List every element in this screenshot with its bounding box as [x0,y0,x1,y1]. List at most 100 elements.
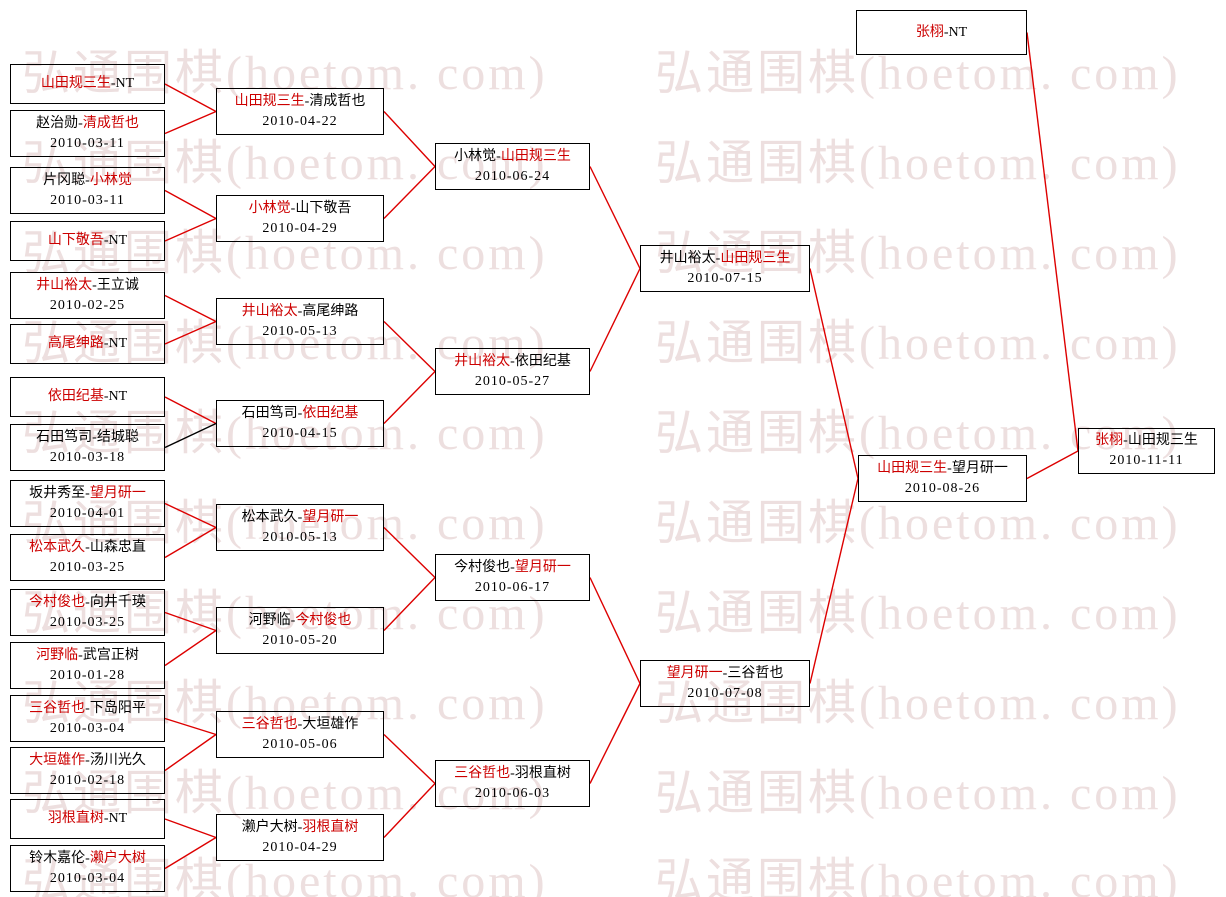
bracket-connector [809,268,859,479]
match-date: 2010-05-06 [262,736,338,752]
matchup: 井山裕太-王立诚 [36,276,139,296]
match-box-r1m4: 山下敬吾-NT [10,221,165,261]
separator: - [110,76,116,91]
match-date: 2010-02-25 [49,297,126,313]
player-name: 清成哲也 [309,93,366,109]
bracket-connector [164,189,217,220]
separator: - [85,594,90,610]
player-name: 王立诚 [96,277,139,293]
separator: - [85,752,90,768]
matchup: 高尾绅路-NT [48,334,127,354]
player-name: 结城聪 [96,429,139,445]
player-name: NT [108,389,128,404]
match-date: 2010-04-15 [262,425,338,441]
matchup: 今村俊也-望月研一 [454,558,571,578]
match-date: 2010-04-29 [262,220,338,236]
matchup: 三谷哲也-大垣雄作 [242,715,359,735]
player-name: 坂井秀至 [29,485,86,501]
player-name-winner: 山田规三生 [40,76,111,91]
player-name: 河野临 [248,612,291,628]
player-name-winner: 今村俊也 [29,594,86,610]
match-date: 2010-03-04 [49,870,126,886]
matchup: 三谷哲也-下岛阳平 [29,699,146,719]
player-name: 山田规三生 [1127,433,1198,448]
separator: - [510,353,515,369]
player-name-winner: 山田规三生 [500,148,571,164]
separator: - [510,559,515,575]
player-name: 石田笃司 [241,405,298,421]
matchup: 石田笃司-结城聪 [36,428,139,448]
bracket-connector [164,422,217,449]
match-date: 2010-03-25 [49,614,126,630]
player-name: 片冈聪 [43,172,86,188]
matchup: 濑户大树-羽根直树 [242,818,359,838]
bracket-connector [164,217,217,242]
match-date: 2010-05-20 [262,632,338,648]
player-name-winner: 井山裕太 [241,303,298,319]
separator: - [85,172,90,188]
match-date: 2010-03-11 [50,135,125,151]
match-date: 2010-07-15 [687,270,763,286]
matchup: 河野临-武宫正树 [36,646,139,666]
separator: - [304,93,310,109]
matchup: 铃木嘉伦-濑户大树 [29,849,146,869]
player-name: 向井千瑛 [89,594,146,610]
player-name-winner: 山下敬吾 [47,233,104,248]
separator: - [297,716,303,732]
matchup: 小林觉-山田规三生 [454,147,571,167]
bracket-connector [1026,32,1079,452]
matchup: 井山裕太-依田纪基 [454,352,571,372]
separator: - [947,460,952,476]
player-name-winner: 濑户大树 [89,850,146,866]
bracket-connector [383,371,436,424]
separator: - [297,405,303,421]
player-name-winner: 河野临 [36,647,79,663]
bracket-connector [164,396,217,425]
bracket-connector [589,577,641,684]
separator: - [103,336,109,351]
bracket-connector [164,110,217,135]
matchup: 井山裕太-高尾绅路 [242,302,359,322]
player-name-winner: 松本武久 [29,539,86,555]
player-name-winner: 井山裕太 [36,277,93,293]
match-box-r1m7: 依田纪基-NT [10,377,165,417]
bracket-connector [164,294,217,323]
separator: - [722,665,728,681]
bracket-connector [164,526,217,559]
separator: - [92,277,97,293]
separator: - [290,200,296,216]
bracket-connector [589,166,641,269]
matchup: 羽根直树-NT [48,809,127,829]
bracket-connector [164,502,217,529]
bracket-connector [164,629,217,667]
separator: - [85,485,90,501]
bracket-connector [383,577,436,631]
matchup: 河野临-今村俊也 [249,611,352,631]
player-name: 羽根直树 [514,765,571,781]
player-name: 濑户大树 [241,819,298,835]
player-name: 小林觉 [454,148,497,164]
match-date: 2010-06-03 [474,785,551,801]
bracket-connector [383,527,436,578]
match-date: 2010-05-27 [474,373,551,389]
player-name: NT [108,811,128,826]
player-name: 依田纪基 [514,353,571,369]
match-box-r1m15: 羽根直树-NT [10,799,165,839]
player-name-winner: 今村俊也 [295,612,352,628]
matchup: 井山裕太-山田规三生 [660,249,791,269]
player-name: 高尾绅路 [302,303,359,319]
matchup: 赵治勋-清成哲也 [36,114,139,134]
